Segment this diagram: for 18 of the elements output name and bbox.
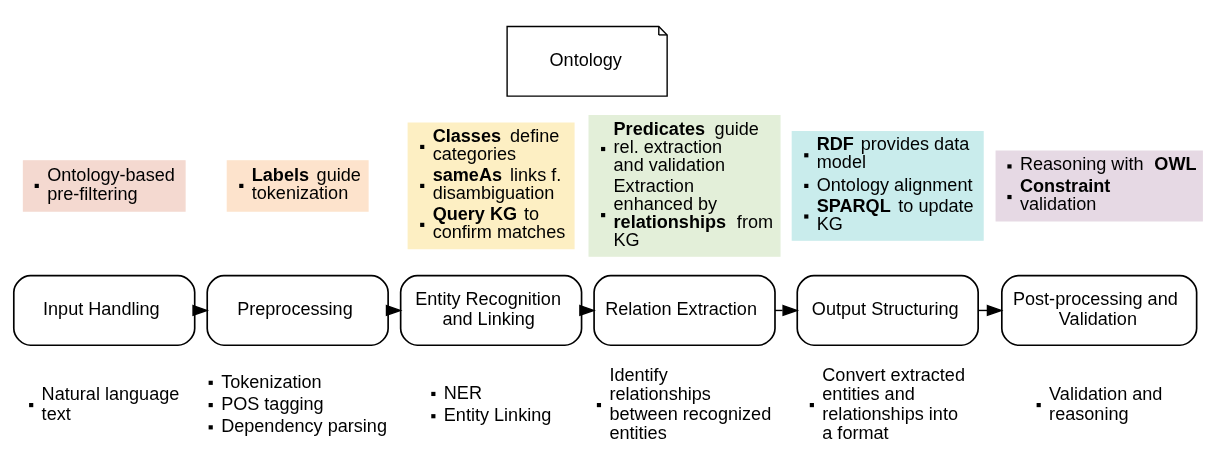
node-label: Dependency parsing (221, 415, 387, 436)
node-label: Identify relationships between recognized entities (609, 364, 772, 443)
node-box: Output Structuring (796, 274, 979, 346)
node-label: Convert extracted entities and relationships into a format (822, 364, 965, 443)
node-box: Reasoning with OWL Constraint validation (995, 149, 1203, 221)
node-label: POS tagging (221, 393, 324, 414)
node-box: RDF provides data model Ontology alignment SPARQL to update KG (791, 130, 984, 241)
node-label: Validation and reasoning (1049, 383, 1163, 424)
node-box: Predicates guide rel. extraction and validation Extraction enhanced by relationships from KG (588, 114, 781, 257)
node-box: Relation Extraction (593, 274, 776, 346)
node-box: Labels guide tokenization (226, 159, 369, 212)
node-box: Post-processing and Validation (1001, 274, 1198, 346)
node-box: Classes define categories sameAs links f. disambiguation Query KG to confirm matches (407, 122, 575, 249)
node-label: Natural language text (41, 383, 180, 424)
node-label: Entity Linking (443, 404, 552, 425)
node-box: Ontology-based pre-filtering (22, 159, 186, 212)
node-label: Tokenization (221, 371, 322, 392)
node-label: NER (443, 382, 482, 403)
